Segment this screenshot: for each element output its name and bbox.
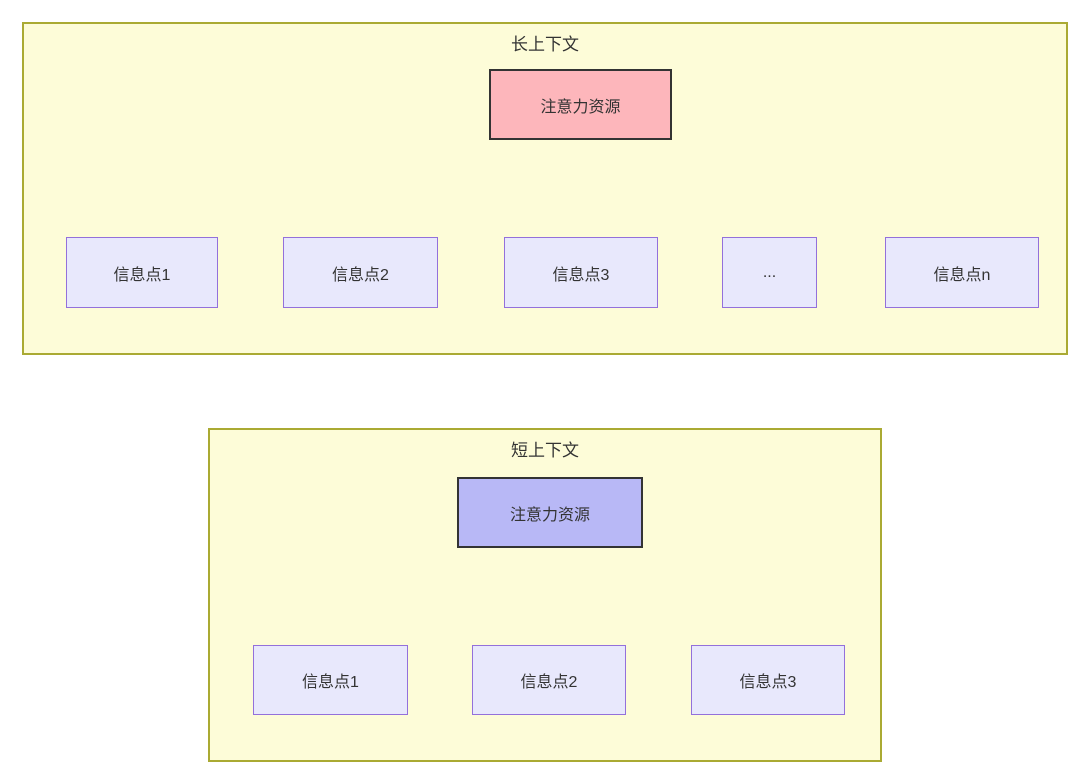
short-context-title: 短上下文 [511, 441, 579, 460]
long-info-label-3: 信息点3 [552, 266, 610, 284]
long-info-label-1: 信息点1 [113, 266, 171, 284]
short-root-label: 注意力资源 [509, 506, 590, 524]
short-info-label-1: 信息点1 [302, 674, 359, 691]
short-info-node-3: 信息点3 [691, 645, 845, 715]
long-root-node: 注意力资源 [489, 69, 672, 140]
short-info-node-2: 信息点2 [472, 645, 626, 715]
long-root-label: 注意力资源 [540, 98, 621, 116]
long-info-node-n: 信息点n [885, 237, 1039, 308]
long-context-title: 长上下文 [511, 35, 579, 54]
long-info-node-3: 信息点3 [504, 237, 658, 308]
long-info-node-2: 信息点2 [283, 237, 438, 308]
short-info-node-1: 信息点1 [253, 645, 408, 715]
long-info-label-dots: ... [762, 263, 777, 281]
long-info-node-dots: ... [722, 237, 817, 308]
short-info-label-2: 信息点2 [520, 674, 578, 691]
long-info-node-1: 信息点1 [66, 237, 218, 308]
short-info-label-3: 信息点3 [739, 674, 797, 691]
short-root-node: 注意力资源 [457, 477, 643, 548]
long-info-label-n: 信息点n [933, 266, 991, 284]
long-info-label-2: 信息点2 [332, 266, 389, 284]
